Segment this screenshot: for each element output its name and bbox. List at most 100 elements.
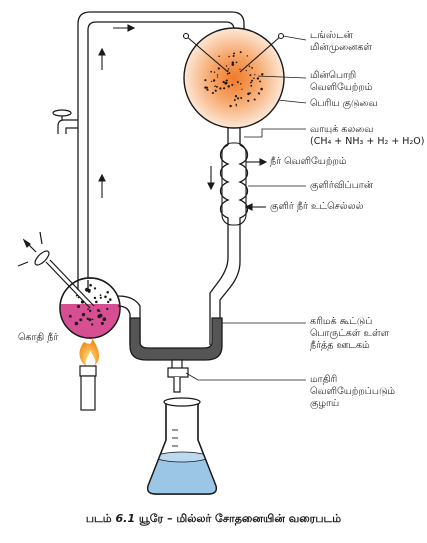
spark-dot	[232, 55, 235, 57]
spark-dot	[261, 73, 264, 76]
bubble-dot	[97, 314, 102, 319]
spark-dot	[233, 52, 236, 55]
spark-dot	[216, 74, 219, 76]
bubble-dot	[79, 318, 83, 322]
spark-dot	[234, 95, 238, 98]
spark-dot	[225, 65, 228, 67]
bubble-dot	[98, 310, 101, 313]
lower-tube	[209, 228, 241, 345]
spark-dot	[258, 93, 261, 95]
spark-dot	[241, 88, 243, 90]
bubble-dots	[68, 283, 112, 326]
spark-dot	[214, 85, 216, 87]
bubble-dot	[106, 291, 109, 294]
spark-dot	[204, 86, 207, 89]
spark-dot	[247, 92, 250, 96]
bubble-dot	[93, 296, 97, 300]
spark-dot	[222, 80, 225, 84]
bubble-dot	[81, 312, 86, 317]
bubble-dot	[76, 304, 81, 309]
spark-dot	[228, 72, 231, 75]
bubble-dot	[104, 295, 107, 299]
u-trap	[129, 317, 223, 393]
caption-text: யூரே – மில்லர் சோதனையின் வரைபடம்	[138, 512, 342, 525]
spark-dot	[250, 79, 254, 82]
spark-dot	[210, 70, 213, 73]
spark-dot	[211, 91, 214, 95]
caption-prefix: படம்	[85, 512, 112, 525]
spark-dot	[245, 69, 247, 72]
spark-dot	[225, 79, 228, 82]
spark-dot	[219, 87, 222, 90]
spark-dot	[235, 105, 237, 107]
spark-dot	[227, 68, 230, 70]
spark-dot	[204, 79, 207, 82]
spark-dot	[235, 61, 238, 64]
spark-dot	[231, 83, 234, 86]
bubble-dot	[109, 298, 112, 301]
bubble-dot	[106, 307, 109, 311]
spark-dot	[218, 55, 220, 58]
bubble-dot	[99, 296, 102, 299]
leader-lines	[185, 35, 307, 381]
condenser-water-ports	[244, 158, 268, 211]
burner	[79, 338, 100, 411]
spark-dot	[236, 81, 239, 84]
bubble-dot	[107, 300, 110, 304]
flask-side-arm	[77, 280, 141, 345]
spark-dot	[246, 55, 249, 57]
label-condenser: குளிர்விப்பான்	[310, 180, 373, 191]
figure-caption: படம் 6.1 யூரே – மில்லர் சோதனையின் வரைபடம…	[0, 512, 427, 527]
label-organic-compound-trap: கரிமக் கூட்டுப் பொருட்கள் உள்ள நீர்த்த ஊ…	[310, 316, 390, 351]
label-tungsten-electrodes: டங்ஸ்டன் மின்முனைகள்	[310, 30, 372, 53]
flask-electrode	[17, 231, 95, 309]
spark-dots	[204, 51, 264, 108]
spark-dot	[260, 87, 263, 91]
bubble-dot	[87, 308, 89, 310]
large-flask	[183, 27, 285, 145]
spark-dot	[231, 63, 235, 66]
bubble-dot	[99, 294, 102, 297]
spark-dot	[206, 88, 209, 91]
spark-dot	[250, 84, 253, 87]
label-boiling-water: கொதி நீர்	[18, 332, 59, 343]
label-water-outlet: நீர் வெளியேற்றம்	[270, 156, 347, 167]
spark-dot	[231, 61, 235, 64]
spark-dot	[229, 104, 232, 108]
spark-dot	[212, 79, 216, 82]
spark-dot	[215, 85, 218, 88]
spark-dot	[240, 83, 242, 85]
spark-dot	[254, 73, 256, 76]
spark-dot	[253, 77, 255, 79]
spark-dot	[213, 71, 216, 73]
spark-dot	[249, 92, 251, 94]
spark-dot	[226, 72, 229, 75]
spark-dot	[217, 67, 220, 70]
spark-dot	[257, 77, 260, 80]
collection-flask	[146, 397, 218, 495]
spark-dot	[228, 55, 230, 58]
spark-dot	[239, 68, 241, 70]
spark-dot	[216, 76, 219, 78]
spark-dot	[210, 80, 213, 83]
spark-dot	[233, 99, 236, 101]
bubble-dot	[89, 283, 92, 287]
label-gas-mixture: வாயுக் கலவை (CH₄ + NH₃ + H₂ + H₂O)	[310, 124, 425, 147]
spark-dot	[251, 67, 254, 69]
spark-dot	[249, 74, 252, 77]
label-sample-outlet: மாதிரி வெளியேற்றப்படும் குழாய்	[310, 374, 396, 409]
spark-dot	[214, 89, 217, 92]
bubble-dot	[88, 318, 92, 322]
label-large-flask: பெரிய குடுவை	[310, 98, 378, 109]
bubble-dot	[86, 317, 89, 320]
return-tube	[77, 11, 245, 290]
bubble-dot	[91, 318, 94, 321]
flow-arrows	[98, 24, 215, 198]
flame-shape	[79, 338, 100, 366]
spark-dot	[235, 103, 238, 106]
stopcock	[52, 109, 78, 134]
spark-dot	[248, 65, 251, 68]
spark-dot	[227, 85, 230, 88]
